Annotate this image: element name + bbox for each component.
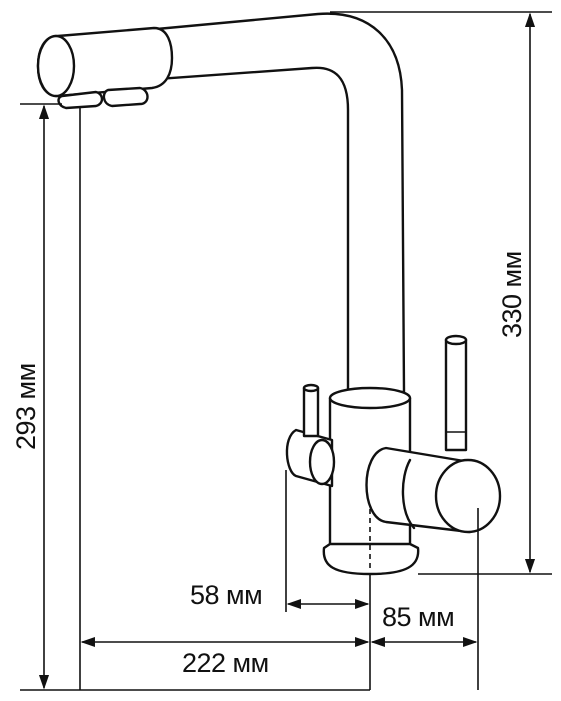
faucet-body <box>36 12 502 576</box>
label-85: 85 мм <box>382 602 454 632</box>
base-flange <box>322 542 420 576</box>
aerator-nozzle-left <box>57 90 104 110</box>
right-lever-stem <box>444 338 468 452</box>
main-body-top <box>328 386 412 410</box>
label-222: 222 мм <box>182 648 269 678</box>
aerator-nozzle-right <box>102 86 149 108</box>
right-lever-top <box>444 334 468 346</box>
label-58: 58 мм <box>190 580 262 610</box>
left-lever-cap <box>308 438 336 486</box>
left-lever-top <box>302 383 320 393</box>
left-lever-stem <box>302 386 320 438</box>
right-lever-face <box>434 458 502 534</box>
dimension-labels: 330 мм 293 мм 222 мм 58 мм 85 мм <box>11 251 527 678</box>
label-293: 293 мм <box>11 363 41 450</box>
right-lever-collar <box>401 458 416 530</box>
dimension-lines <box>20 11 552 691</box>
spout-head-face <box>36 34 76 98</box>
label-330: 330 мм <box>497 251 527 338</box>
